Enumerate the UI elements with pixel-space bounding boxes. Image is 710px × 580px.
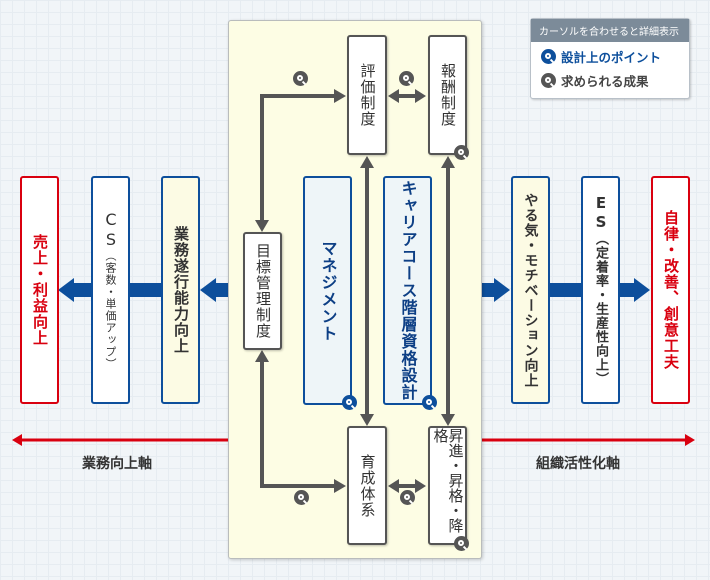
legend-label: 設計上のポイント xyxy=(561,50,662,65)
es-box: ES（定着率・生産性向上） xyxy=(581,176,620,404)
reward-box[interactable]: 報酬制度 xyxy=(428,35,467,155)
career-label: キャリアコース階層資格設計 xyxy=(398,180,418,401)
motivation-label: やる気・モチベーション向上 xyxy=(522,192,539,388)
es-label: ES xyxy=(592,194,610,232)
performance-box: 業務遂行能力向上 xyxy=(161,176,200,404)
management-label: マネジメント xyxy=(318,239,338,342)
training-box[interactable]: 育成体系 xyxy=(347,426,387,545)
reward-label: 報酬制度 xyxy=(439,63,457,127)
magnifier-icon[interactable] xyxy=(294,490,309,505)
autonomy-label: 自律・改善、創意工夫 xyxy=(662,210,680,370)
promotion-label: 昇進・昇格・降格 xyxy=(431,428,465,533)
autonomy-box: 自律・改善、創意工夫 xyxy=(651,176,690,404)
legend-item-outcome: 求められる成果 xyxy=(531,66,689,90)
axis-label-left: 業務向上軸 xyxy=(82,456,152,472)
training-label: 育成体系 xyxy=(358,453,377,518)
legend-item-design-point: 設計上のポイント xyxy=(531,42,689,66)
magnifier-icon xyxy=(541,73,556,88)
magnifier-icon[interactable] xyxy=(399,71,414,86)
es-sublabel: （定着率・生産性向上） xyxy=(593,232,608,386)
evaluation-box[interactable]: 評価制度 xyxy=(347,35,387,155)
cs-sublabel: （客数・単価アップ） xyxy=(104,250,117,370)
magnifier-icon[interactable] xyxy=(454,145,469,160)
goal-management-box[interactable]: 目標管理制度 xyxy=(243,232,282,350)
magnifier-icon[interactable] xyxy=(422,395,437,410)
magnifier-icon[interactable] xyxy=(342,395,357,410)
evaluation-label: 評価制度 xyxy=(358,63,377,127)
legend-label: 求められる成果 xyxy=(561,74,649,89)
performance-label: 業務遂行能力向上 xyxy=(172,226,190,354)
sales-label: 売上・利益向上 xyxy=(31,234,49,346)
goal-label: 目標管理制度 xyxy=(254,243,272,339)
cs-box: CS（客数・単価アップ） xyxy=(91,176,130,404)
management-box[interactable]: マネジメント xyxy=(303,176,352,405)
legend: カーソルを合わせると詳細表示 設計上のポイント 求められる成果 xyxy=(530,18,690,99)
magnifier-icon[interactable] xyxy=(454,536,469,551)
sales-profit-box: 売上・利益向上 xyxy=(20,176,59,404)
axis-label-right: 組織活性化軸 xyxy=(536,456,620,472)
promotion-box[interactable]: 昇進・昇格・降格 xyxy=(428,426,467,545)
magnifier-icon[interactable] xyxy=(293,71,308,86)
cs-label: CS xyxy=(101,210,121,250)
magnifier-icon[interactable] xyxy=(400,490,415,505)
motivation-box: やる気・モチベーション向上 xyxy=(511,176,550,404)
magnifier-icon xyxy=(541,49,556,64)
career-box[interactable]: キャリアコース階層資格設計 xyxy=(383,176,432,405)
legend-title: カーソルを合わせると詳細表示 xyxy=(531,19,689,42)
